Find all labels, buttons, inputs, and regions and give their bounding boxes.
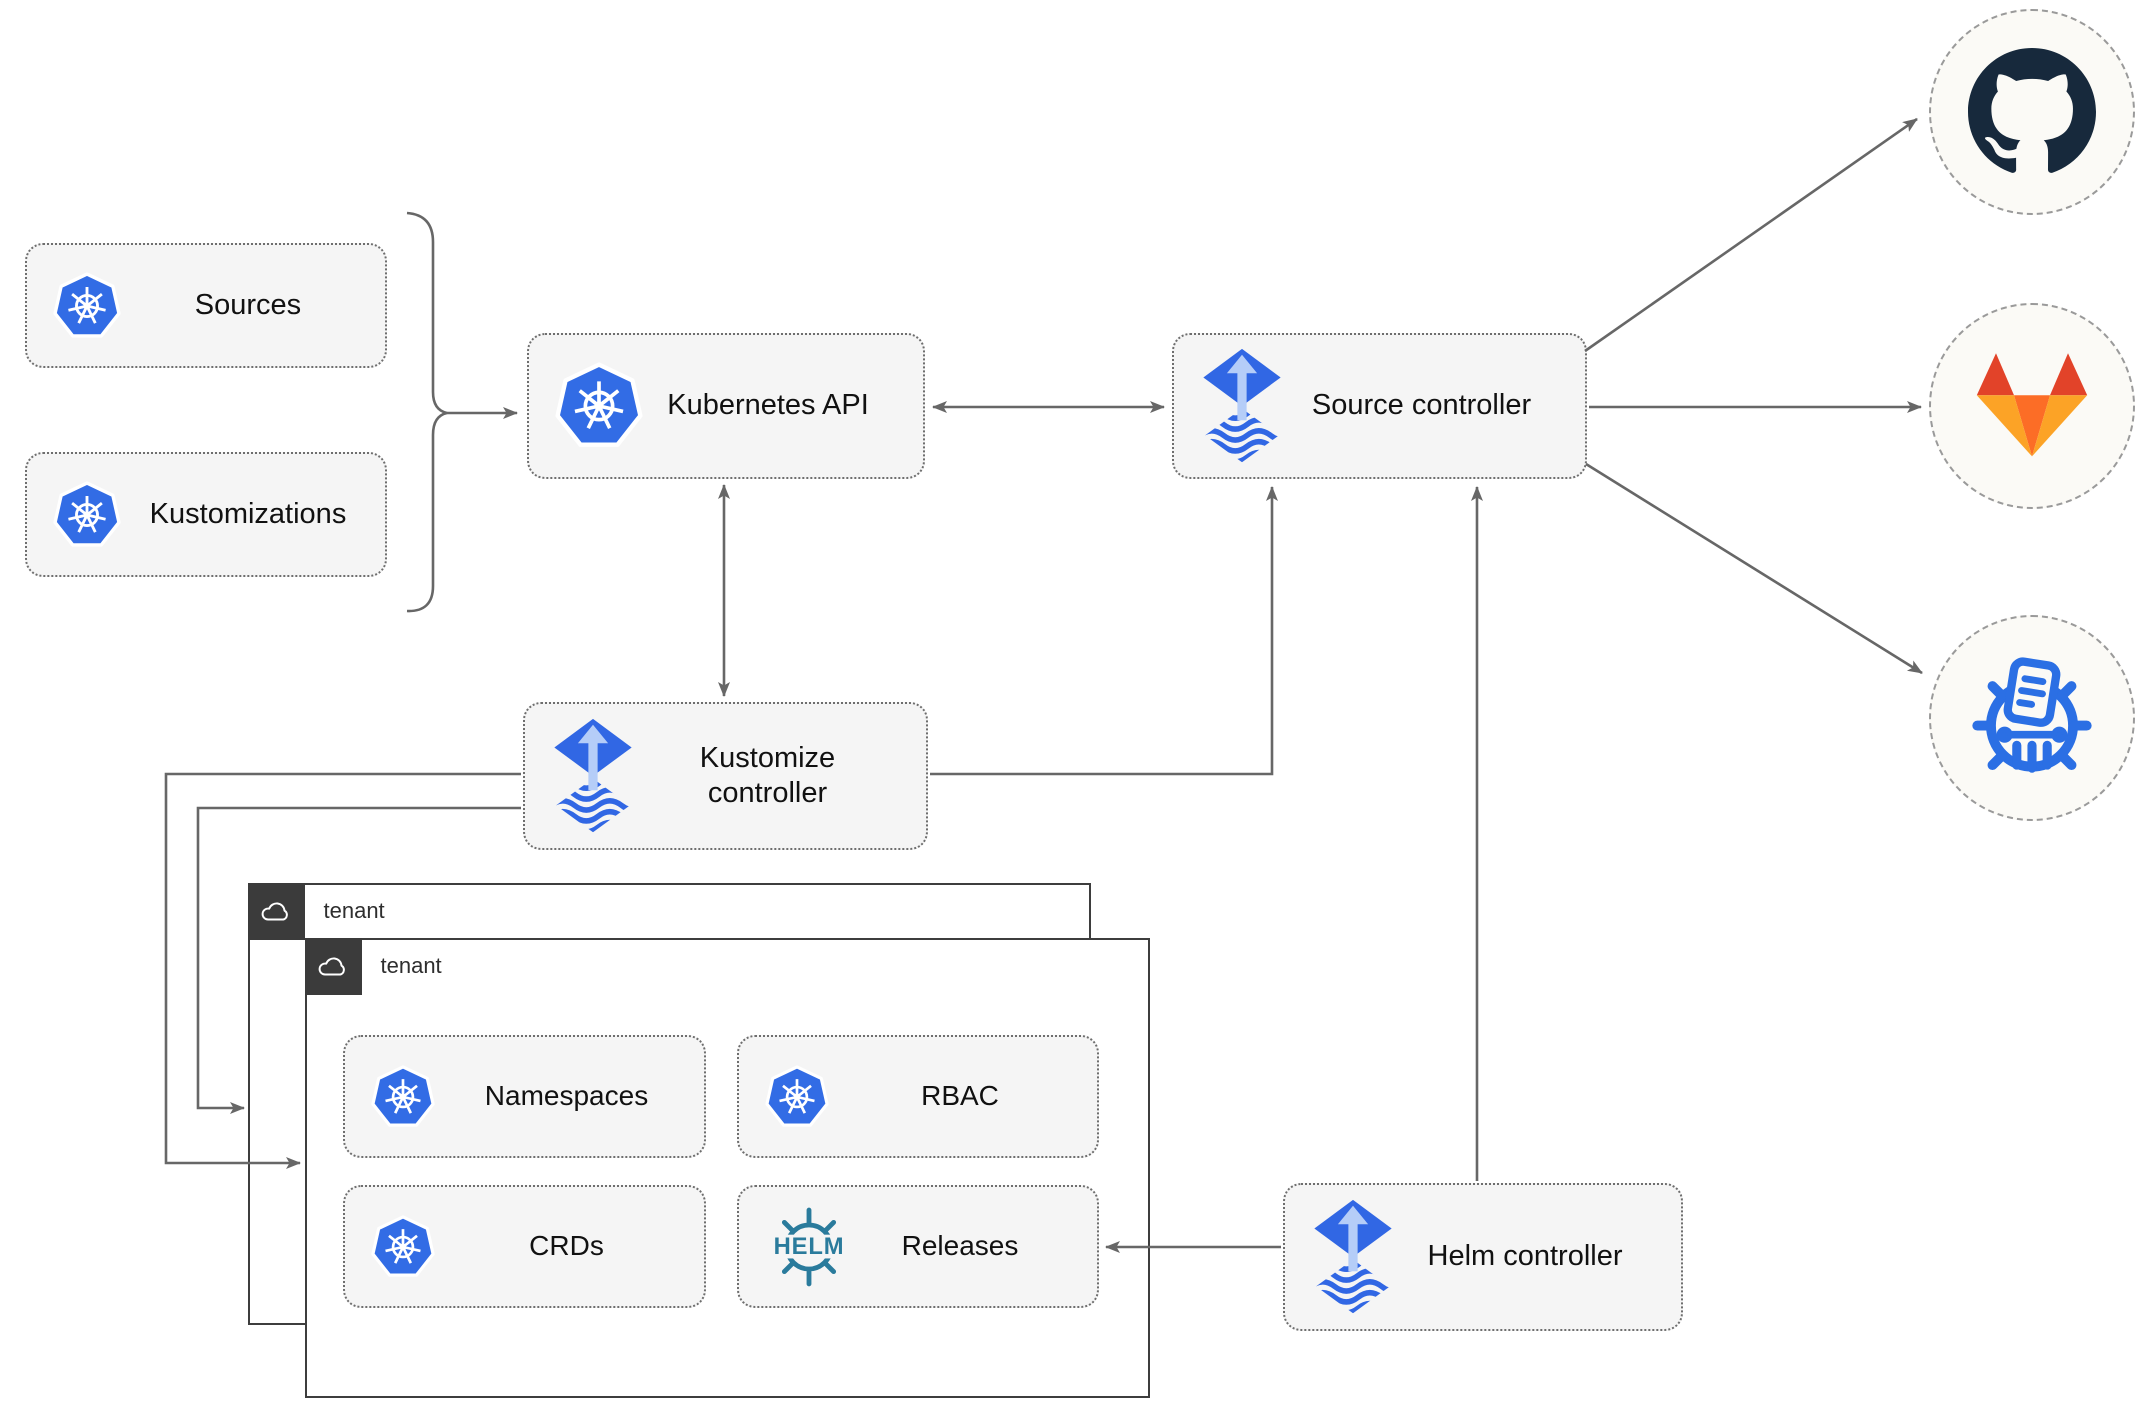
external-gitlab — [1929, 303, 2135, 509]
kubernetes-icon — [53, 272, 121, 340]
node-rbac: RBAC — [737, 1035, 1099, 1158]
edge-sourcectl-github — [1584, 117, 1918, 353]
node-kustomize-controller: Kustomize controller — [523, 702, 928, 850]
node-label: Kubernetes API — [667, 389, 869, 422]
github-octocat-icon — [1968, 48, 2096, 176]
kubernetes-icon — [371, 1215, 435, 1279]
kubernetes-icon — [53, 481, 121, 549]
tenant-badge — [304, 937, 362, 995]
edge-sourcectl-chartmuseum — [1585, 462, 1923, 675]
edge-kustomizectl-sourcectl — [930, 486, 1278, 776]
helm-icon: HELM — [769, 1207, 849, 1286]
flux-icon — [551, 718, 635, 834]
node-kubernetes-api: Kubernetes API — [527, 333, 925, 479]
cloud-icon — [316, 951, 350, 981]
flux-icon — [1200, 348, 1284, 464]
tenant-label: tenant — [323, 898, 385, 923]
tenant-header: tenant — [247, 882, 385, 940]
tenant-badge — [247, 882, 305, 940]
node-label: Source controller — [1311, 389, 1532, 422]
node-sources: Sources — [25, 243, 387, 368]
node-label: Namespaces — [484, 1080, 649, 1112]
tenant-header: tenant — [304, 937, 442, 995]
node-label: Kustomizations — [149, 497, 347, 530]
gitlab-tanuki-icon — [1972, 352, 2092, 460]
node-label: CRDs — [529, 1230, 604, 1262]
edge-brace — [406, 211, 448, 613]
chartmuseum-icon — [1956, 642, 2108, 794]
node-label: Releases — [901, 1230, 1019, 1262]
node-kustomizations: Kustomizations — [25, 452, 387, 577]
node-label: Sources — [194, 288, 302, 321]
node-helm-controller: Helm controller — [1283, 1183, 1683, 1331]
external-github — [1929, 9, 2135, 215]
node-label: RBAC — [921, 1080, 999, 1112]
flux-icon — [1311, 1199, 1395, 1315]
tenant-group-front: tenant — [304, 937, 1150, 1398]
node-source-controller: Source controller — [1172, 333, 1587, 479]
kubernetes-icon — [555, 362, 643, 450]
tenant-label: tenant — [380, 953, 442, 978]
node-releases: HELM Releases — [737, 1185, 1099, 1308]
node-label: Helm controller — [1427, 1240, 1623, 1273]
kubernetes-icon — [765, 1065, 829, 1129]
node-crds: CRDs — [343, 1185, 706, 1308]
kubernetes-icon — [371, 1065, 435, 1129]
node-namespaces: Namespaces — [343, 1035, 706, 1158]
node-label: Kustomize controller — [699, 741, 836, 809]
external-chartmuseum — [1929, 615, 2135, 821]
cloud-icon — [259, 896, 293, 926]
helm-logo-text: HELM — [774, 1233, 845, 1260]
